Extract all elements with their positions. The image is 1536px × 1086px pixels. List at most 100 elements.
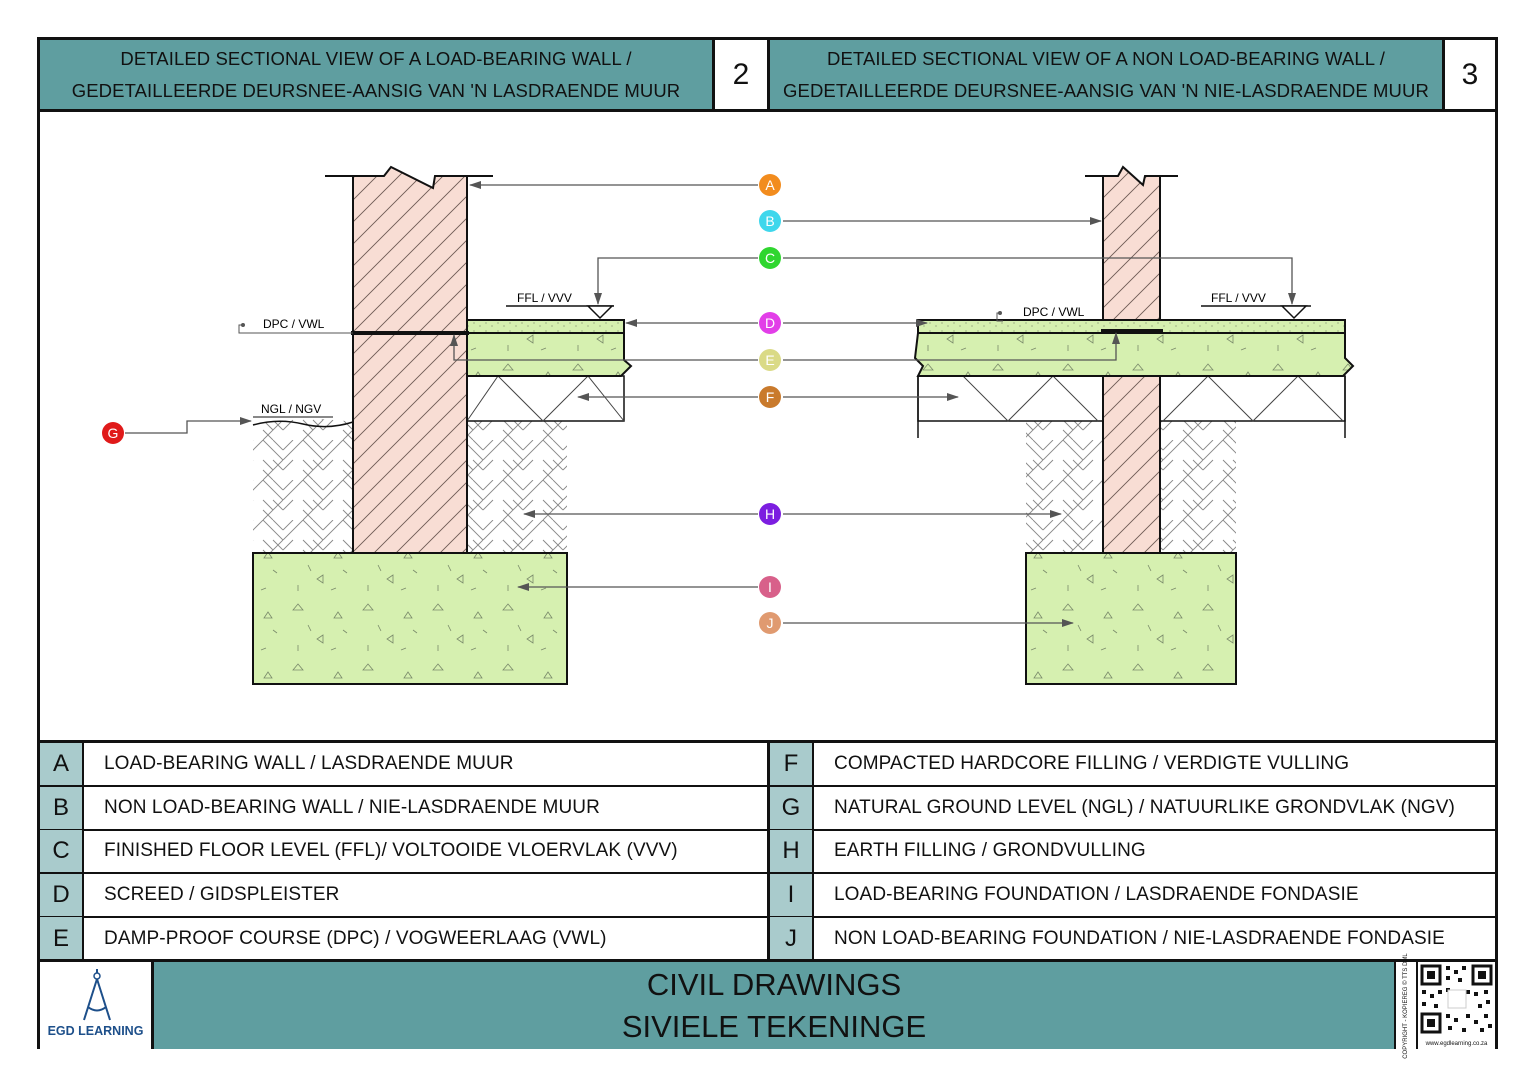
- legend-description: FINISHED FLOOR LEVEL (FFL)/ VOLTOOIDE VL…: [104, 840, 678, 862]
- legend-key: I: [770, 873, 814, 916]
- right-title-line1: DETAILED SECTIONAL VIEW OF A NON LOAD-BE…: [827, 47, 1385, 69]
- legend-row-i: I LOAD-BEARING FOUNDATION / LASDRAENDE FO…: [770, 873, 1495, 918]
- footer-title-line2: SIVIELE TEKENINGE: [621, 1008, 927, 1044]
- leader-arrows: [125, 181, 1296, 627]
- marker-letter: H: [765, 506, 775, 522]
- legend-description: LOAD-BEARING WALL / LASDRAENDE MUUR: [104, 753, 514, 774]
- marker-g: G: [102, 422, 124, 444]
- marker-circle: [759, 174, 781, 196]
- right-title-line2: GEDETAILLEERDE DEURSNEE-AANSIG VAN 'N NI…: [783, 79, 1429, 101]
- legend-key: A: [40, 743, 84, 785]
- marker-letter: G: [108, 425, 119, 441]
- legend-description: NON LOAD-BEARING FOUNDATION / NIE-LASDRA…: [834, 928, 1445, 950]
- legend-row-h: H EARTH FILLING / GRONDVULLING: [770, 830, 1495, 875]
- qr-url: www.egdlearning.co.za: [1425, 1041, 1488, 1047]
- marker-letter: D: [765, 315, 775, 331]
- right-dpc-label: DPC / VWL: [1023, 305, 1085, 319]
- marker-letter: J: [767, 615, 774, 631]
- legend-row-e: E DAMP-PROOF COURSE (DPC) / VOGWEERLAAG (…: [40, 917, 767, 962]
- marker-h: H: [759, 503, 781, 525]
- left-hardcore-filling: [466, 375, 625, 422]
- legend-description: NATURAL GROUND LEVEL (NGL) / NATUURLIKE …: [834, 796, 1455, 818]
- marker-i: I: [759, 576, 781, 598]
- left-ffl-label: FFL / VVV: [517, 291, 572, 305]
- right-ffl-label: FFL / VVV: [1211, 291, 1266, 305]
- sectional-drawing-svg: DPC / VWL FFL / VVV NGL / NGV: [102, 165, 1355, 685]
- compass-logo-icon: [83, 969, 111, 1021]
- left-earth-filling: [253, 419, 567, 553]
- marker-circle: [759, 210, 781, 232]
- marker-b: B: [759, 210, 781, 232]
- legend-row-f: F COMPACTED HARDCORE FILLING / VERDIGTE V…: [770, 743, 1495, 787]
- legend-row-g: G NATURAL GROUND LEVEL (NGL) / NATUURLIKE…: [770, 786, 1495, 831]
- right-foundation: [1025, 552, 1237, 685]
- left-title-line1: DETAILED SECTIONAL VIEW OF A LOAD-BEARIN…: [120, 47, 632, 69]
- marker-circle: [102, 422, 124, 444]
- legend-description: COMPACTED HARDCORE FILLING / VERDIGTE VU…: [834, 753, 1350, 774]
- marker-letter: F: [766, 389, 775, 405]
- right-detail-title: DETAILED SECTIONAL VIEW OF A NON LOAD-BE…: [770, 40, 1445, 112]
- left-detail-number: 2: [715, 40, 770, 112]
- copyright-text: COPYRIGHT - KOPIEREG © TTS DML: [1403, 952, 1409, 1059]
- left-load-bearing-wall: [352, 165, 468, 554]
- right-earth-filling: [1026, 421, 1236, 553]
- legend-row-a: A LOAD-BEARING WALL / LASDRAENDE MUUR: [40, 743, 767, 787]
- legend-row-c: C FINISHED FLOOR LEVEL (FFL)/ VOLTOOIDE V…: [40, 830, 767, 875]
- qr-code: www.egdlearning.co.za: [1418, 962, 1495, 1049]
- legend-key: D: [40, 873, 84, 916]
- legend-key: E: [40, 917, 84, 962]
- marker-circle: [759, 312, 781, 334]
- marker-letter: C: [765, 250, 775, 266]
- drawing-sheet: DETAILED SECTIONAL VIEW OF A LOAD-BEARIN…: [37, 37, 1498, 1058]
- marker-letter: I: [768, 579, 772, 595]
- legend-key: F: [770, 743, 814, 785]
- callout-markers: A B C D E F G H I J: [102, 174, 781, 634]
- title-block: EGD LEARNING CIVIL DRAWINGS SIVIELE TEKE…: [40, 953, 1495, 1058]
- marker-a: A: [759, 174, 781, 196]
- legend-description: EARTH FILLING / GRONDVULLING: [834, 840, 1146, 862]
- left-detail-title: DETAILED SECTIONAL VIEW OF A LOAD-BEARIN…: [40, 40, 715, 112]
- marker-f: F: [759, 386, 781, 408]
- marker-circle: [759, 386, 781, 408]
- marker-d: D: [759, 312, 781, 334]
- legend-row-j: J NON LOAD-BEARING FOUNDATION / NIE-LASDR…: [770, 917, 1495, 962]
- marker-e: E: [759, 349, 781, 371]
- legend-description: LOAD-BEARING FOUNDATION / LASDRAENDE FON…: [834, 883, 1359, 905]
- right-non-load-bearing-wall: [1102, 165, 1161, 321]
- right-detail-number: 3: [1445, 40, 1495, 112]
- marker-letter: B: [765, 213, 774, 229]
- marker-letter: A: [765, 177, 775, 193]
- legend-key: J: [770, 917, 814, 962]
- footer-title-line1: CIVIL DRAWINGS: [646, 966, 902, 1002]
- marker-circle: [759, 576, 781, 598]
- legend-key: B: [40, 786, 84, 829]
- ngl-label: NGL / NGV: [261, 402, 321, 416]
- legend-description: SCREED / GIDSPLEISTER: [104, 883, 340, 905]
- left-title-line2: GEDETAILLEERDE DEURSNEE-AANSIG VAN 'N LA…: [71, 79, 681, 101]
- legend-description: DAMP-PROOF COURSE (DPC) / VOGWEERLAAG (V…: [104, 928, 607, 950]
- footer-title: CIVIL DRAWINGS SIVIELE TEKENINGE: [154, 962, 1394, 1049]
- marker-c: C: [759, 247, 781, 269]
- marker-circle: [759, 503, 781, 525]
- left-foundation: [252, 552, 568, 685]
- qr-code-icon: [1420, 964, 1493, 1034]
- marker-circle: [759, 612, 781, 634]
- legend-key: C: [40, 830, 84, 873]
- left-ffl-symbol: [586, 305, 614, 320]
- egd-logo: EGD LEARNING: [40, 962, 154, 1049]
- legend-key: H: [770, 830, 814, 873]
- logo-text: EGD LEARNING: [47, 1024, 144, 1038]
- legend-divider: [767, 740, 770, 959]
- sectional-drawing: DPC / VWL FFL / VVV NGL / NGV: [40, 112, 1495, 740]
- legend-row-d: D SCREED / GIDSPLEISTER: [40, 873, 767, 918]
- legend-key: G: [770, 786, 814, 829]
- right-floor-slab: [913, 332, 1355, 377]
- marker-j: J: [759, 612, 781, 634]
- marker-letter: E: [765, 352, 774, 368]
- left-screed: [466, 319, 625, 334]
- left-dpc-label: DPC / VWL: [263, 317, 325, 331]
- marker-circle: [759, 349, 781, 371]
- marker-circle: [759, 247, 781, 269]
